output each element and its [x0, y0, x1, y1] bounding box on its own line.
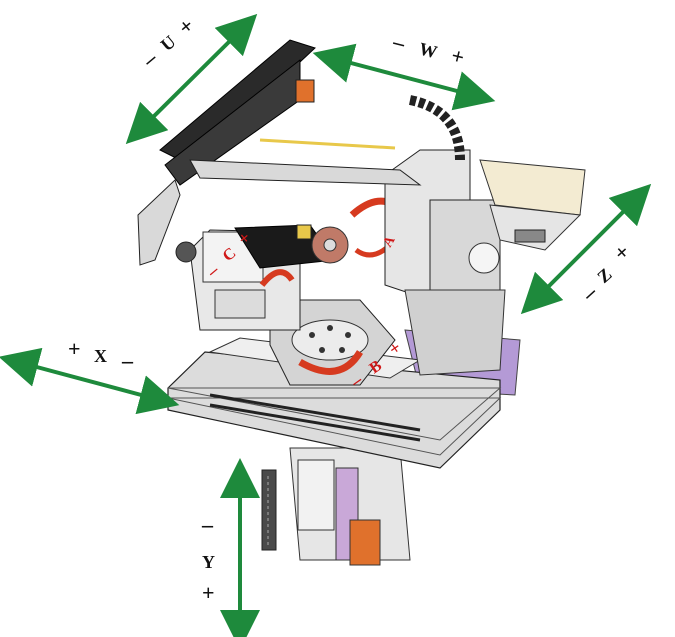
- z-axis-arrow: [520, 183, 652, 315]
- w-plus: +: [449, 43, 467, 70]
- b-rotation-arrow: [298, 350, 363, 375]
- w-axis-label: – W +: [390, 28, 467, 70]
- x-axis-label: + X –: [68, 336, 134, 373]
- x-plus: +: [68, 336, 81, 361]
- x-axis-arrow: [0, 347, 180, 415]
- w-minus: –: [390, 28, 409, 55]
- spindle-head: [384, 95, 506, 376]
- y-letter: Y: [202, 552, 215, 572]
- u-letter: U: [157, 31, 180, 55]
- rotary-table-b: [269, 299, 396, 386]
- u-axis-arrow: [125, 13, 258, 145]
- u-minus: –: [136, 45, 162, 73]
- u-plus: +: [173, 13, 199, 40]
- c-rotation-arrow: [259, 269, 295, 287]
- w-letter: W: [417, 38, 439, 62]
- z-letter: Z: [593, 264, 615, 287]
- y-minus: –: [201, 512, 214, 537]
- u-axis-label: – U +: [136, 13, 198, 73]
- z-minus: –: [576, 279, 602, 306]
- w-axis-arrow: [312, 43, 496, 111]
- y-axis-label: – Y +: [201, 512, 215, 605]
- z-plus: +: [609, 239, 635, 266]
- lower-column-assembly: [261, 447, 411, 566]
- x-letter: X: [94, 346, 107, 366]
- y-plus: +: [202, 580, 215, 605]
- x-minus: –: [121, 348, 134, 373]
